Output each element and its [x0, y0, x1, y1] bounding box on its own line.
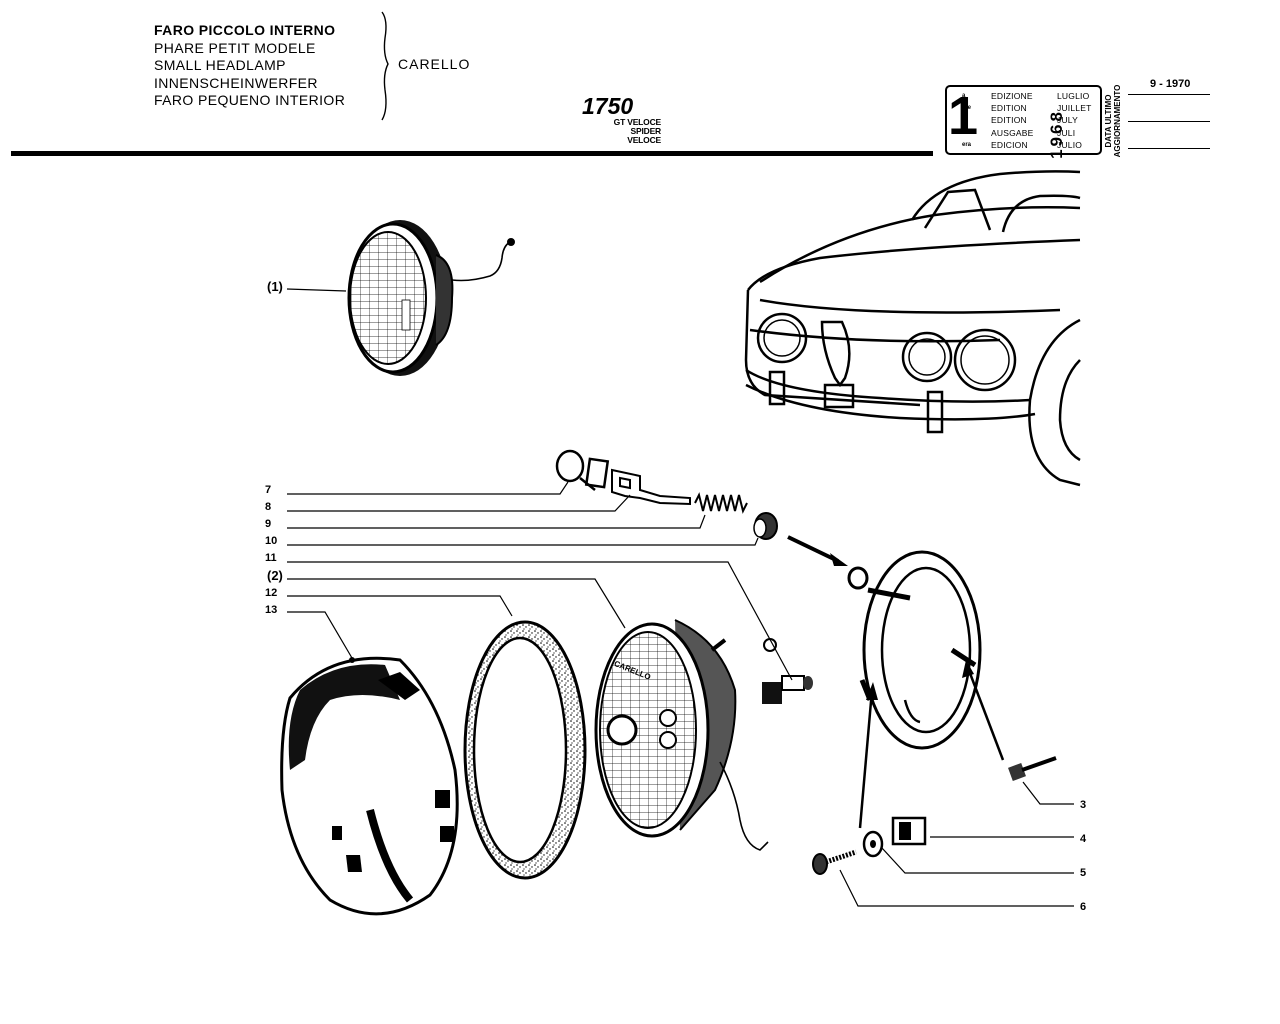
screw-drawing — [1008, 756, 1057, 781]
callout-11: 11 — [265, 552, 277, 564]
car-front-drawing — [744, 170, 1081, 487]
edition-word-it: EDIZIONE — [991, 91, 1033, 101]
model-logo: 1750 — [582, 93, 634, 119]
callout-2: (2) — [267, 568, 283, 583]
clip-ring-drawing — [555, 449, 610, 491]
ordinal-en: st — [962, 117, 968, 124]
callout-7: 7 — [265, 484, 272, 496]
lamp-unit-drawing: CARELLO — [594, 619, 777, 851]
callout-4: 4 — [1080, 833, 1087, 845]
model-variant: GT VELOCE SPIDER VELOCE — [595, 117, 662, 145]
leader-lines — [286, 288, 1074, 907]
arrow-to-screw-icon — [966, 667, 1005, 761]
callout-1: (1) — [267, 279, 283, 294]
washer-drawing — [862, 830, 884, 858]
edition-word-de: AUSGABE — [991, 127, 1034, 138]
bulb-holder-drawing — [762, 675, 813, 704]
callout-8: 8 — [265, 501, 272, 513]
month-es: JULIO — [1057, 139, 1083, 150]
assembly-arrow-icon — [787, 535, 839, 563]
brace-icon — [381, 11, 389, 121]
ordinal-it: a — [962, 93, 966, 99]
edition-words: EDIZIONE EDITION EDITION AUSGABE EDICION — [991, 90, 1034, 151]
variant-line-gt: GT VELOCE — [613, 117, 662, 127]
callout-12: 12 — [265, 587, 278, 599]
ordinal-de: . — [962, 129, 964, 136]
arrow-to-nut-icon — [858, 689, 874, 829]
title-english: SMALL HEADLAMP — [154, 57, 286, 73]
edition-number: 1 — [948, 86, 979, 146]
callout-13: 13 — [265, 604, 278, 616]
edition-word-en: EDITION — [991, 115, 1027, 126]
edition-box — [945, 85, 1102, 155]
ordinal-es: era — [962, 141, 972, 148]
spring-drawing — [694, 492, 748, 514]
update-line-1 — [1128, 94, 1210, 95]
title-italian: FARO PICCOLO INTERNO — [154, 22, 336, 38]
month-fr: JUILLET — [1057, 103, 1092, 114]
title-french: PHARE PETIT MODELE — [154, 39, 316, 56]
callout-5: 5 — [1080, 867, 1087, 879]
edition-word-fr: EDITION — [991, 103, 1027, 114]
mounting-ring-drawing — [847, 550, 982, 750]
bracket-drawing — [611, 468, 691, 506]
edition-word-es: EDICION — [991, 139, 1028, 150]
month-it: LUGLIO — [1057, 91, 1090, 101]
chrome-rim-drawing — [280, 656, 459, 916]
inner-rim-drawing — [463, 620, 587, 880]
title-spanish: FARO PEQUENO INTERIOR — [154, 92, 346, 108]
header-rule — [11, 151, 933, 156]
edition-months: LUGLIO JUILLET JULY JULI JULIO — [1057, 90, 1091, 151]
update-line-2 — [1128, 121, 1210, 122]
nut-drawing — [891, 816, 927, 846]
update-line-3 — [1128, 148, 1210, 149]
assembled-lamp-drawing — [347, 220, 515, 376]
title-german: INNENSCHEINWERFER — [154, 74, 318, 91]
callout-10: 10 — [265, 535, 278, 547]
callout-9: 9 — [265, 518, 272, 530]
callout-3: 3 — [1080, 799, 1087, 811]
tapping-screw-drawing — [812, 849, 857, 875]
edition-ordinals: a ere st . era — [962, 90, 971, 151]
title-block: FARO PICCOLO INTERNO PHARE PETIT MODELE … — [154, 22, 345, 110]
ordinal-fr: ere — [962, 105, 972, 112]
adjuster-knob-drawing — [753, 512, 778, 540]
month-en: JULY — [1057, 115, 1078, 126]
brand-name: CARELLO — [398, 56, 471, 72]
update-date: 9 - 1970 — [1150, 78, 1191, 90]
month-de: JULI — [1057, 127, 1076, 138]
variant-line-spider: SPIDER VELOCE — [627, 126, 661, 145]
callout-6: 6 — [1080, 901, 1087, 913]
